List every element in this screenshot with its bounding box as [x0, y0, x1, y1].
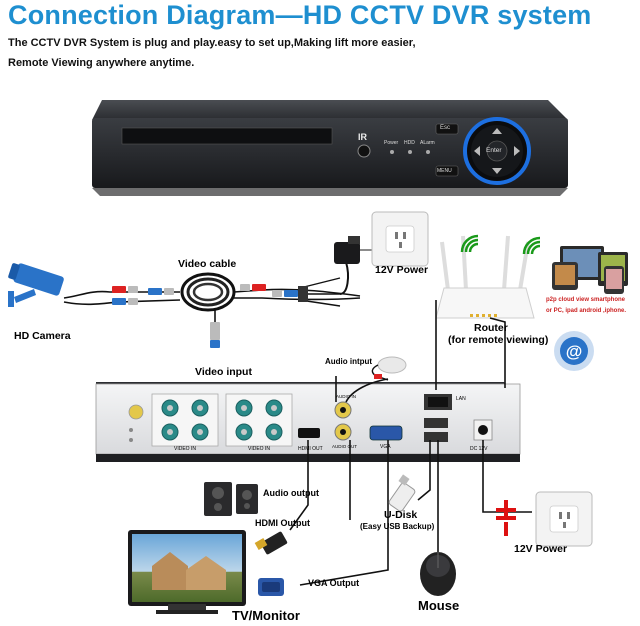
- power-top-label: 12V Power: [375, 264, 429, 276]
- audio-out-port-label: AUDIO OUT: [332, 444, 358, 449]
- camera-icon: [8, 263, 64, 307]
- router-sub-label: (for remote viewing): [448, 334, 549, 346]
- wall-socket-icon: [371, 211, 429, 267]
- wifi-icon: [460, 234, 541, 255]
- monitor-icon: [128, 530, 246, 614]
- video-cable-label: Video cable: [178, 258, 237, 270]
- router-label: Router: [474, 322, 508, 334]
- disc-slot: [121, 127, 333, 145]
- dc-polarity-icon: [496, 500, 516, 536]
- udisk-label: U-Disk: [384, 509, 418, 521]
- vga-output-label: VGA Output: [308, 578, 360, 588]
- esc-button[interactable]: [435, 123, 459, 135]
- tv-monitor-label: TV/Monitor: [232, 608, 300, 623]
- enter-label: Enter: [486, 147, 502, 154]
- video-in-label-2: VIDEO IN: [248, 446, 270, 452]
- subtitle-line-2: Remote Viewing anywhere anytime.: [8, 57, 195, 69]
- lan-port-label: LAN: [456, 396, 466, 402]
- usb-drive-icon: [388, 474, 416, 512]
- esc-label: Esc: [440, 125, 451, 131]
- hd-camera-label: HD Camera: [14, 330, 71, 342]
- video-input-label: Video input: [195, 366, 252, 378]
- dvr-front-unit: [92, 100, 568, 196]
- internet-icon: @: [554, 331, 594, 371]
- vga-port[interactable]: [369, 425, 403, 441]
- menu-label: MENU: [437, 168, 452, 174]
- audio-output-label: Audio output: [263, 488, 319, 498]
- vga-plug-icon: [258, 578, 284, 596]
- cable-icon: [180, 272, 236, 312]
- wall-socket-bottom-icon: [535, 491, 593, 547]
- hdmi-port-label: HDMI OUT: [298, 446, 323, 452]
- ir-label: IR: [358, 132, 367, 142]
- mouse-label: Mouse: [418, 598, 460, 613]
- led-label-alarm: ALarm: [420, 140, 435, 146]
- hdmi-plug-icon: [254, 531, 288, 555]
- mouse-icon: [420, 552, 456, 596]
- router-icon: [435, 235, 535, 319]
- subtitle-line-1: The CCTV DVR System is plug and play.eas…: [8, 37, 416, 49]
- p2p-line-2: or PC, ipad android ,iphone.: [546, 308, 627, 314]
- menu-button[interactable]: [435, 165, 459, 177]
- ground-screw: [128, 404, 144, 420]
- phone-icon: [552, 246, 628, 294]
- microphone-icon: [371, 356, 407, 381]
- vga-port-label: VGA: [380, 444, 391, 450]
- led-label-power: Power: [384, 140, 399, 146]
- connector-plugs: [112, 284, 298, 348]
- led-label-hdd: HDD: [404, 140, 415, 146]
- usb-port-2[interactable]: [424, 432, 448, 442]
- nav-pad[interactable]: [463, 117, 531, 185]
- video-in-label-1: VIDEO IN: [174, 446, 196, 452]
- svg-text:@: @: [566, 342, 583, 361]
- speaker-icon: [204, 482, 258, 516]
- page-title: Connection Diagram—HD CCTV DVR system: [8, 0, 592, 30]
- usb-port-1[interactable]: [424, 418, 448, 428]
- audio-input-label: Audio intput: [325, 357, 373, 366]
- audio-in-port-label: AUDIO IN: [336, 394, 357, 399]
- power-splitter: [298, 277, 341, 307]
- dc-port-label: DC 12V: [470, 446, 488, 452]
- p2p-line-1: p2p cloud view smartphone: [546, 297, 626, 303]
- ir-sensor: [357, 144, 371, 158]
- udisk-sub-label: (Easy USB Backup): [360, 522, 435, 531]
- hdmi-port[interactable]: [298, 428, 320, 438]
- audio-ports[interactable]: [334, 401, 352, 441]
- led-indicators: [390, 150, 430, 154]
- hdmi-output-label: HDMI Output: [255, 518, 310, 528]
- power-bottom-label: 12V Power: [514, 543, 568, 555]
